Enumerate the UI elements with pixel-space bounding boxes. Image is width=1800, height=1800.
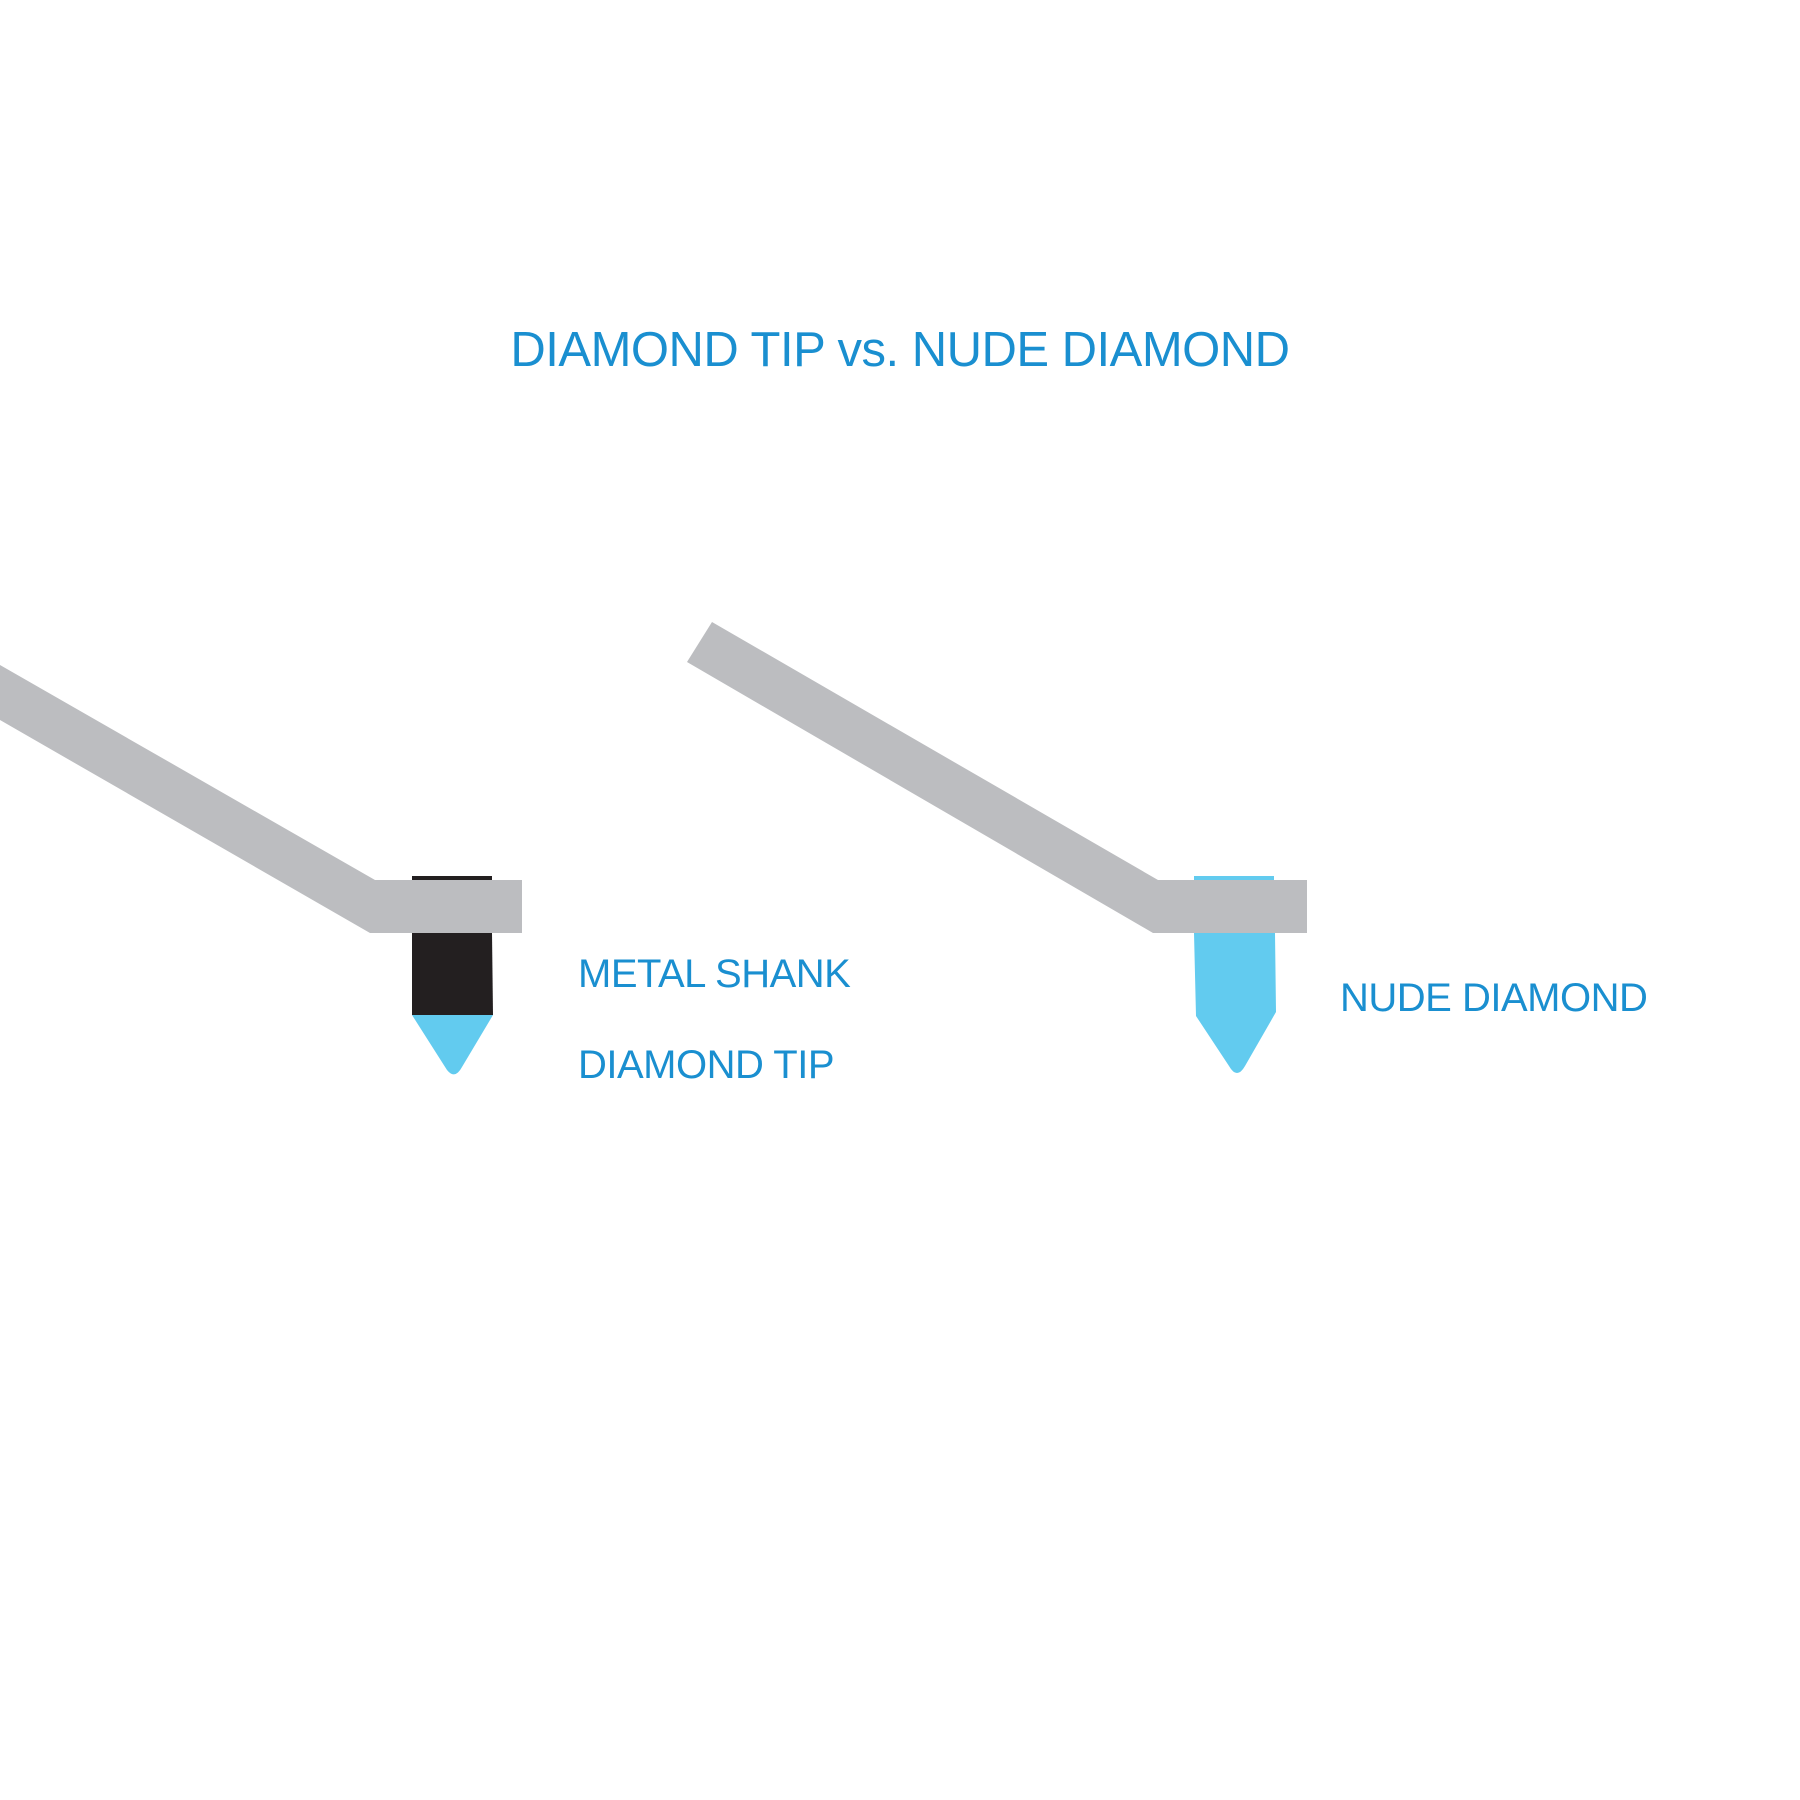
nude-diamond-label: NUDE DIAMOND: [1340, 976, 1648, 1020]
diamond-tip-shape: [412, 1015, 493, 1075]
diamond-tip-label: DIAMOND TIP: [578, 1043, 835, 1087]
right-cantilever: [687, 622, 1307, 933]
metal-shank: [412, 933, 493, 1015]
page-title: DIAMOND TIP vs. NUDE DIAMOND: [510, 323, 1290, 377]
nude-diamond-shape: [1194, 933, 1276, 1073]
metal-shank-label: METAL SHANK: [578, 952, 851, 996]
nude-diamond-stylus: [687, 622, 1307, 1073]
left-cantilever: [0, 665, 522, 933]
diamond-tip-stylus: [0, 665, 522, 1075]
